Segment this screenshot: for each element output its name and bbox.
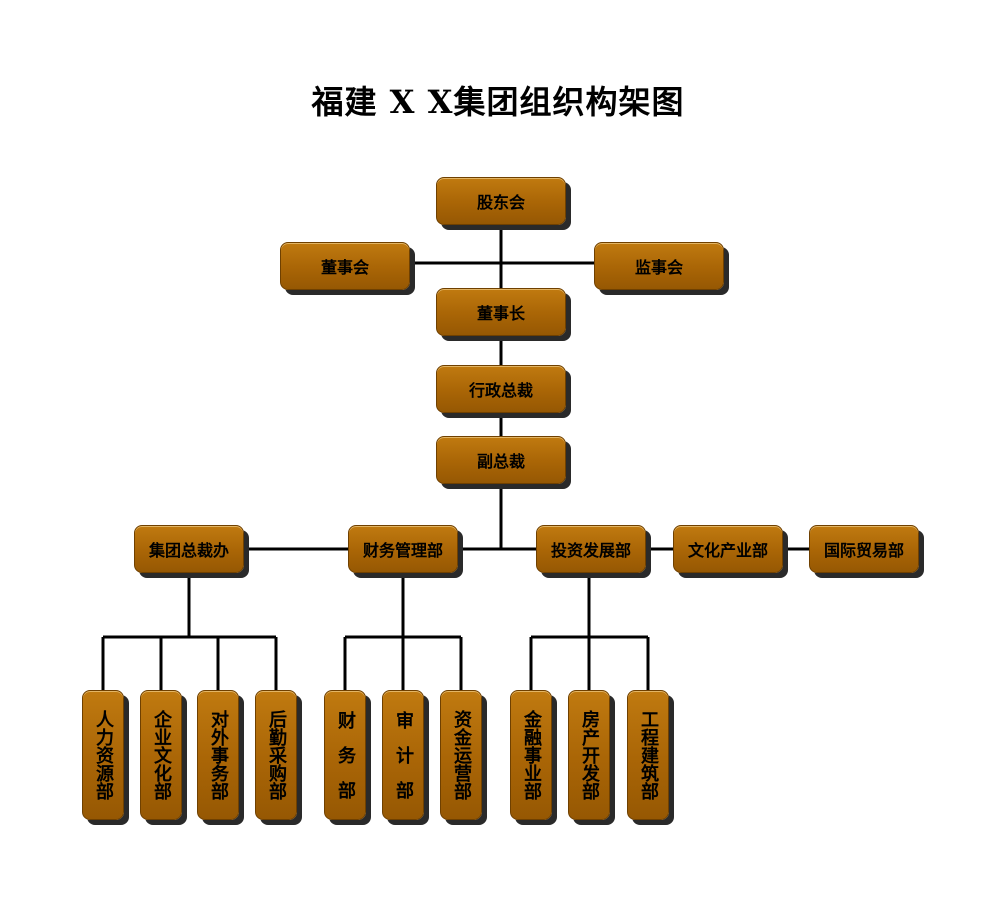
node-chairman: 董事长: [436, 288, 566, 336]
node-real-estate-development-dept: 房产开发部: [568, 690, 610, 820]
node-board-of-supervisors: 监事会: [594, 242, 724, 290]
node-group-president-office: 集团总裁办: [134, 525, 244, 573]
node-logistics-procurement-dept: 后勤采购部: [255, 690, 297, 820]
node-international-trade-dept: 国际贸易部: [809, 525, 919, 573]
node-engineering-construction-dept: 工程建筑部: [627, 690, 669, 820]
node-finance-dept: 财务部: [324, 690, 366, 820]
node-culture-industry-dept: 文化产业部: [673, 525, 783, 573]
node-executive-president: 行政总裁: [436, 365, 566, 413]
node-vice-president: 副总裁: [436, 436, 566, 484]
node-corporate-culture-dept: 企业文化部: [140, 690, 182, 820]
node-board-of-directors: 董事会: [280, 242, 410, 290]
node-audit-dept: 审计部: [382, 690, 424, 820]
node-financial-business-dept: 金融事业部: [510, 690, 552, 820]
node-finance-management-dept: 财务管理部: [348, 525, 458, 573]
page-title: 福建 X X集团组织构架图: [311, 83, 685, 121]
node-capital-operations-dept: 资金运营部: [440, 690, 482, 820]
node-external-affairs-dept: 对外事务部: [197, 690, 239, 820]
node-hr-dept: 人力资源部: [82, 690, 124, 820]
node-investment-development-dept: 投资发展部: [536, 525, 646, 573]
node-shareholders-meeting: 股东会: [436, 177, 566, 225]
